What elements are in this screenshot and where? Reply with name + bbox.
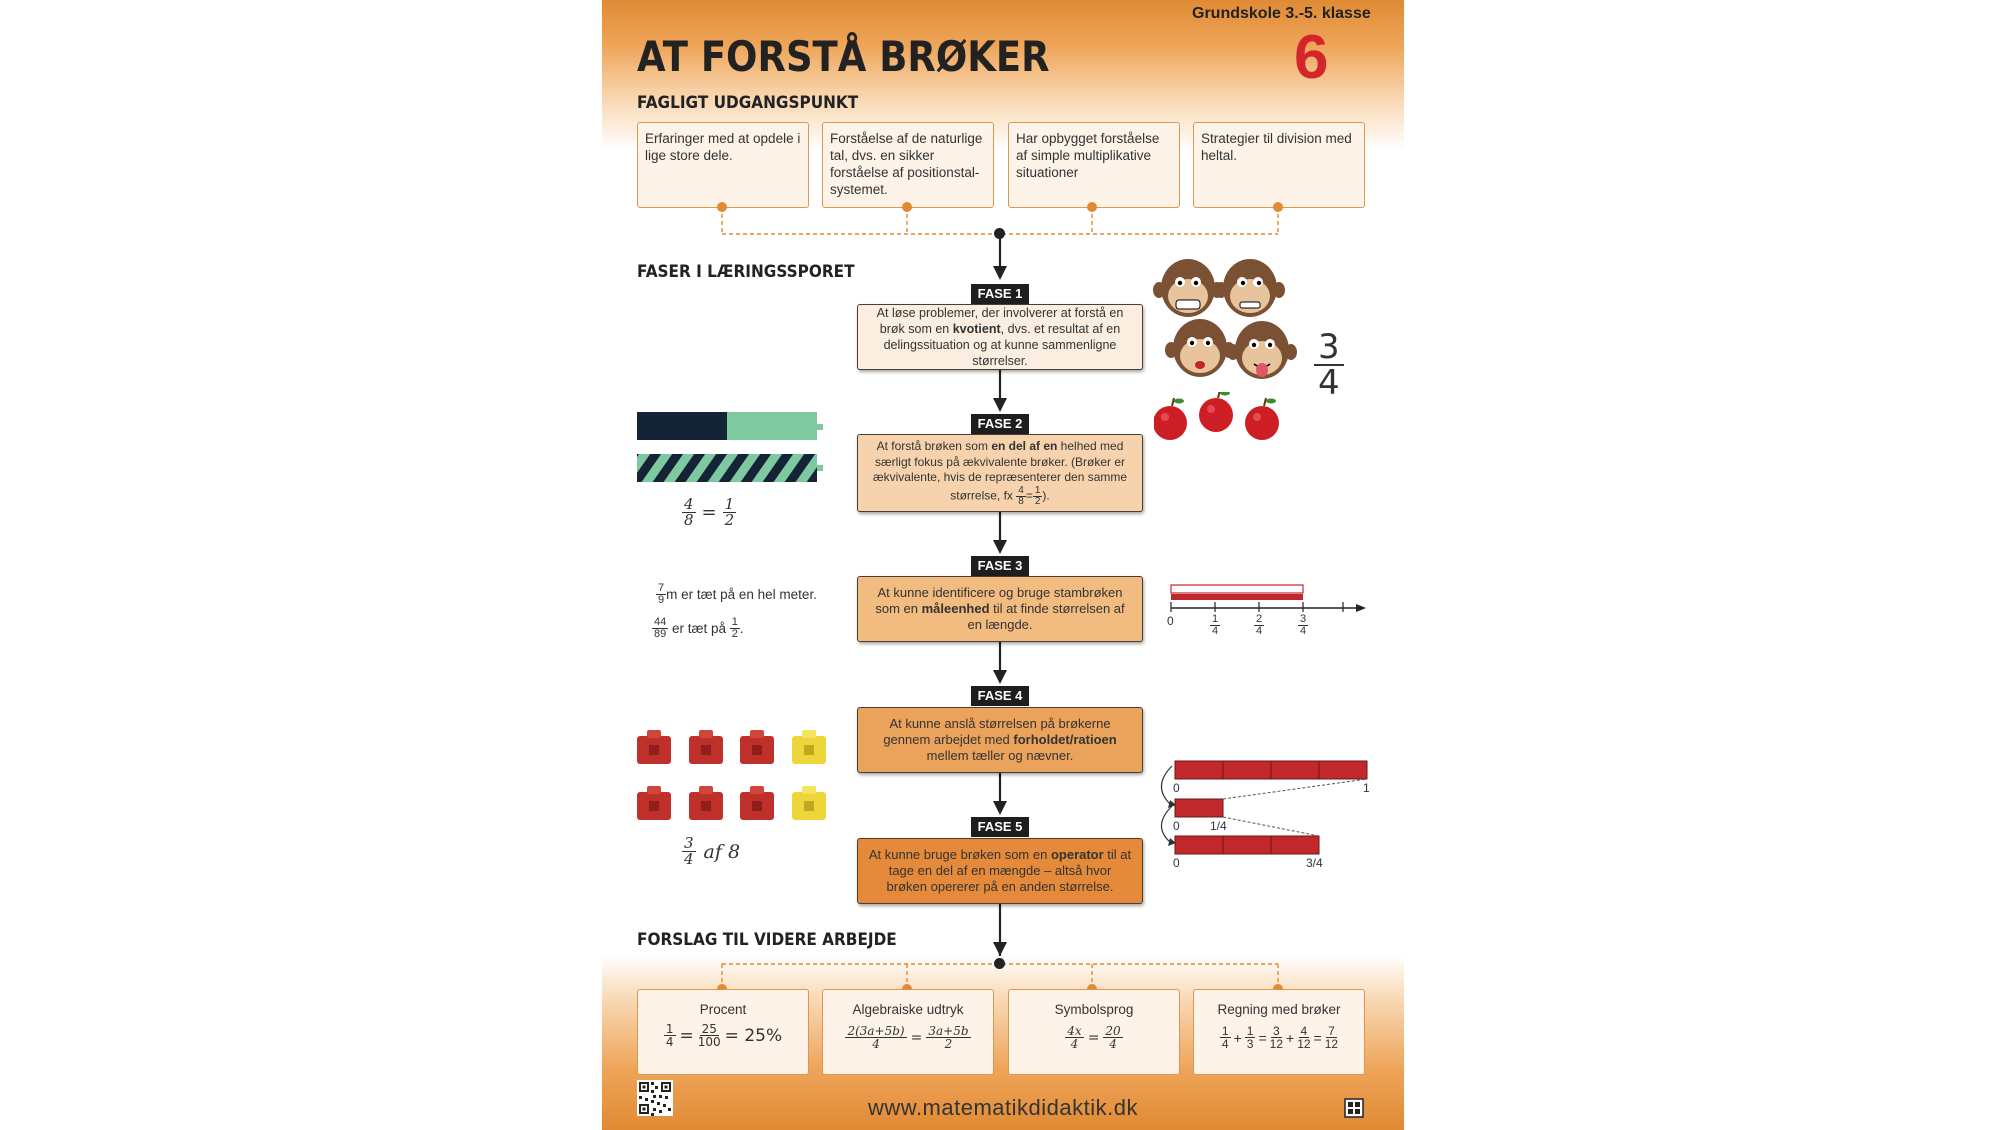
yellow-cube-icon — [792, 730, 826, 764]
fase-1-box: At løse problemer, der involverer at for… — [857, 304, 1143, 370]
red-cube-icon — [689, 786, 723, 820]
fase-5-text-end: til at tage en del af en mængde – altså … — [886, 847, 1132, 894]
start-dot-4 — [1273, 202, 1283, 212]
start-dot-2 — [902, 202, 912, 212]
section-start: FAGLIGT UDGANGSPUNKT — [637, 93, 859, 113]
red-cube-icon — [740, 786, 774, 820]
fase-2-text-end: helhed med særligt fokus på ækvivalente … — [872, 439, 1128, 503]
fase-1-text-end: , dvs. et resultat af en delingssituatio… — [883, 322, 1121, 368]
junction-dot-top — [994, 228, 1005, 239]
bar1-right: 1 — [1363, 781, 1370, 795]
start-box-2: Forståelse af de naturlige tal, dvs. en … — [822, 122, 994, 208]
start-box-4: Strategier til division med heltal. — [1193, 122, 1365, 208]
apple-icon — [1154, 397, 1187, 440]
further-box-calc-title: Regning med brøker — [1217, 1002, 1341, 1017]
red-cube-icon — [740, 730, 774, 764]
qr-code-icon — [637, 1080, 673, 1116]
fase-4-box: At kunne anslå størrelsen på brøkerne ge… — [857, 707, 1143, 773]
fase-5-label: FASE 5 — [971, 817, 1029, 837]
publisher-logo-icon — [1344, 1098, 1364, 1118]
start-box-3: Har opbygget forståelse af simple multip… — [1008, 122, 1180, 208]
fraction-strips — [637, 412, 823, 482]
number-line — [1170, 584, 1366, 612]
section-phases: FASER I LÆRINGSSPORET — [637, 262, 855, 282]
apple-icon — [1199, 392, 1233, 432]
poster-number: 6 — [1294, 23, 1329, 92]
fase-3-keyword: måleenhed — [921, 601, 990, 616]
monkey-face-icon — [1153, 259, 1223, 317]
monkey-face-icon — [1227, 321, 1297, 379]
fase-5-text: At kunne bruge brøken som en — [868, 847, 1051, 862]
bar2-right: 1/4 — [1210, 819, 1227, 833]
red-cube-icon — [637, 730, 671, 764]
further-box-percent-title: Procent — [699, 1002, 747, 1017]
footer-url[interactable]: www.matematikdidaktik.dk — [868, 1095, 1138, 1120]
red-cube-icon — [637, 786, 671, 820]
bar-model — [1160, 760, 1368, 855]
fase-2-keyword: en del af en — [991, 439, 1058, 454]
fase-3-box: At kunne identificere og bruge stambrøke… — [857, 576, 1143, 642]
fase-2-box: At forstå brøken som en del af en helhed… — [857, 434, 1143, 512]
fase-4-keyword: forholdet/ratioen — [1013, 732, 1117, 747]
fase-1-keyword: kvotient — [952, 322, 1001, 336]
start-dot-3 — [1087, 202, 1097, 212]
red-cube-icon — [689, 730, 723, 764]
fase-5-box: At kunne bruge brøken som en operator ti… — [857, 838, 1143, 904]
fase-2-label: FASE 2 — [971, 414, 1029, 434]
yellow-cube-icon — [792, 786, 826, 820]
fase-3-text: At kunne identificere og bruge stambrøke… — [875, 585, 1123, 616]
fase-1-text: At løse problemer, der involverer at for… — [876, 306, 1124, 336]
cubes-illustration — [637, 730, 826, 820]
bar3-right: 3/4 — [1306, 856, 1323, 870]
apple-icon — [1245, 397, 1279, 440]
further-box-algebra-title: Algebraiske udtryk — [852, 1002, 964, 1017]
apples-illustration — [1154, 392, 1279, 440]
monkey-face-icon — [1215, 259, 1285, 317]
monkeys-illustration — [1153, 259, 1297, 379]
big-fraction-denominator: 4 — [1318, 363, 1340, 403]
fase-1-label: FASE 1 — [971, 284, 1029, 304]
page-title: AT FORSTÅ BRØKER — [637, 32, 1050, 81]
bar1-left: 0 — [1173, 781, 1180, 795]
start-dot-1 — [717, 202, 727, 212]
monkey-face-icon — [1165, 319, 1235, 377]
fase-3-label: FASE 3 — [971, 556, 1029, 576]
bar3-left: 0 — [1173, 856, 1180, 870]
fase-4-text: At kunne anslå størrelsen på brøkerne ge… — [883, 716, 1111, 747]
fase-4-text-end: mellem tæller og nævner. — [926, 748, 1074, 763]
section-further: FORSLAG TIL VIDERE ARBEJDE — [637, 930, 897, 950]
fase-5-keyword: operator — [1050, 847, 1104, 862]
start-box-1: Erfaringer med at opdele i lige store de… — [637, 122, 809, 208]
fase-2-close: ). — [1042, 488, 1050, 503]
poster: AT FORSTÅ BRØKER Grundskole 3.-5. klasse… — [602, 0, 1404, 1130]
number-line-zero: 0 — [1167, 614, 1174, 628]
fase-3-text-end: til at finde størrelsen af en længde. — [967, 601, 1125, 632]
further-box-symbols-title: Symbolsprog — [1054, 1002, 1134, 1017]
grade-label: Grundskole 3.-5. klasse — [1192, 5, 1371, 22]
fase-4-label: FASE 4 — [971, 686, 1029, 706]
bar2-left: 0 — [1173, 819, 1180, 833]
big-fraction-numerator: 3 — [1314, 330, 1344, 366]
fase-2-text: At forstå brøken som — [876, 439, 992, 454]
flow-connectors — [721, 207, 1279, 990]
junction-dot-bottom — [994, 958, 1005, 969]
